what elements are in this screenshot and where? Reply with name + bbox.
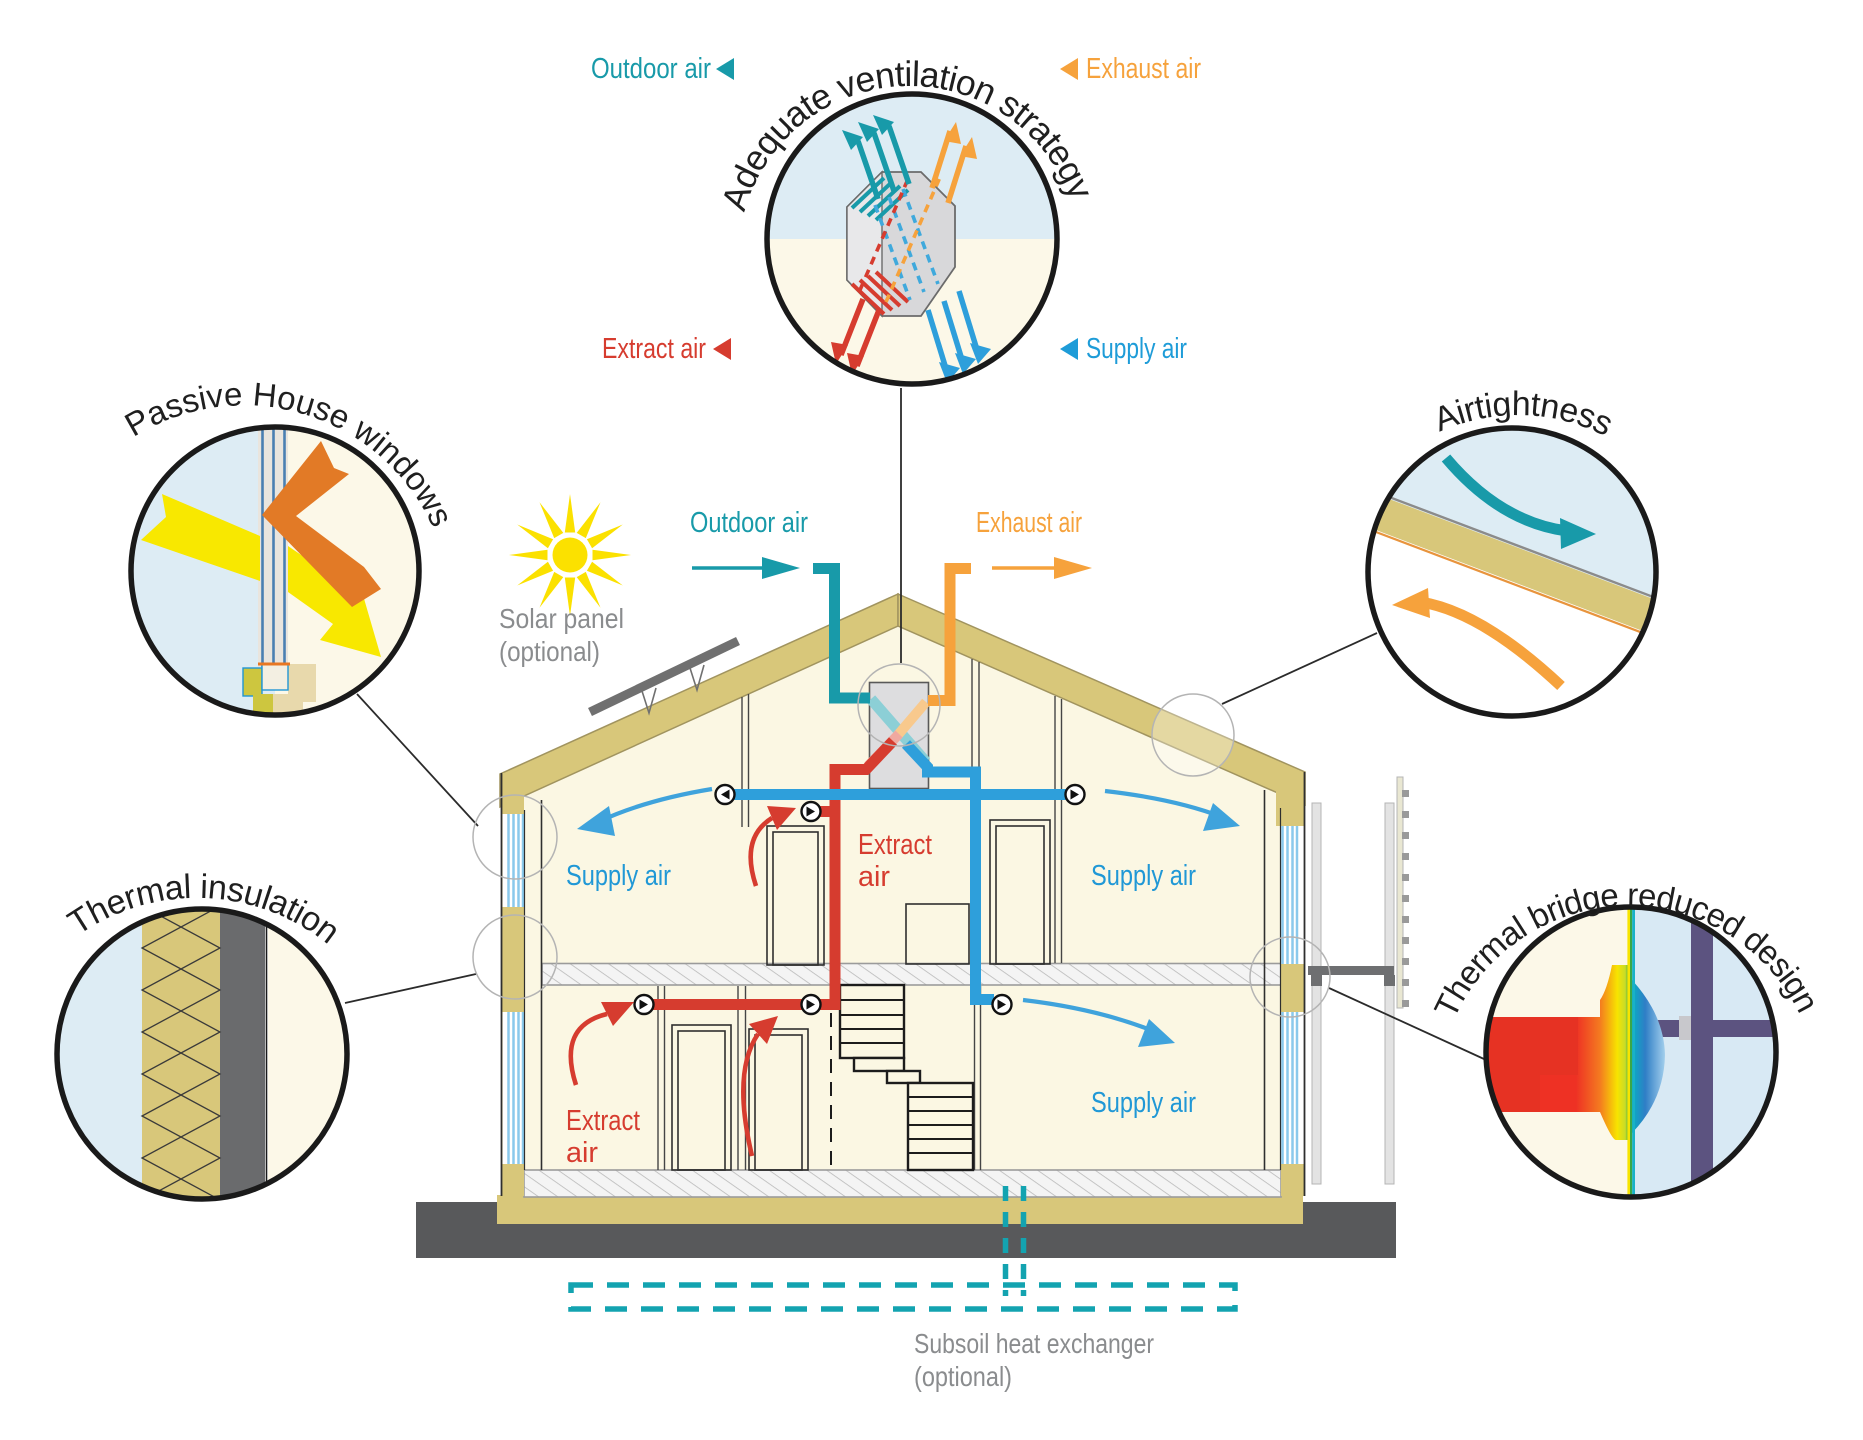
svg-text:Extract: Extract — [858, 829, 932, 861]
svg-text:(optional): (optional) — [499, 636, 600, 667]
svg-text:Extract air: Extract air — [602, 333, 706, 365]
svg-text:Supply air: Supply air — [566, 860, 671, 892]
svg-text:air: air — [858, 861, 890, 893]
svg-text:Exhaust air: Exhaust air — [1086, 53, 1201, 85]
svg-text:Supply air: Supply air — [1086, 333, 1187, 365]
svg-text:Outdoor air: Outdoor air — [591, 53, 711, 85]
svg-text:Supply air: Supply air — [1091, 1087, 1196, 1119]
svg-text:air: air — [566, 1137, 598, 1169]
svg-text:Exhaust air: Exhaust air — [976, 507, 1082, 539]
svg-text:Extract: Extract — [566, 1105, 640, 1137]
svg-text:Supply air: Supply air — [1091, 860, 1196, 892]
svg-text:Solar panel: Solar panel — [499, 603, 624, 634]
svg-text:Subsoil heat exchanger: Subsoil heat exchanger — [914, 1328, 1154, 1359]
svg-text:(optional): (optional) — [914, 1361, 1012, 1392]
svg-text:Outdoor air: Outdoor air — [690, 507, 808, 539]
